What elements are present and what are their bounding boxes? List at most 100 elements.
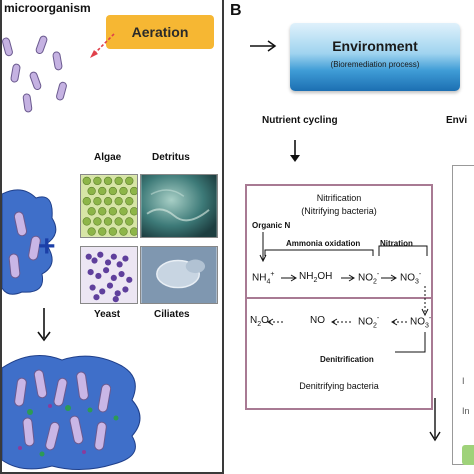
yeast-cell: [122, 255, 129, 262]
nutrient-cycling-label: Nutrient cycling: [262, 115, 338, 126]
yeast-cell: [103, 267, 110, 274]
floc-particle: [65, 405, 71, 411]
yeast-cell: [99, 288, 106, 295]
yeast-image: [80, 246, 138, 304]
algae-cell: [103, 197, 113, 206]
algae-cell: [87, 227, 96, 236]
yeast-cell: [104, 259, 112, 266]
cycle-divider: [245, 297, 433, 299]
microorganism-cell: [10, 63, 21, 83]
yeast-cell: [116, 261, 123, 268]
floc-particle: [39, 451, 45, 457]
yeast-cell: [110, 274, 117, 281]
panel-a: microorganism Aeration + Algae Detritus: [0, 0, 224, 474]
environment-subtitle: (Bioremediation process): [330, 60, 420, 69]
floc-cell: [69, 415, 84, 445]
floc-large: [2, 355, 141, 470]
algae-cell: [98, 186, 107, 196]
chem-n2o: N2O: [250, 315, 269, 328]
floc-cell: [28, 235, 41, 261]
microorganism-label: microorganism: [4, 1, 91, 15]
algae-cell: [108, 186, 118, 196]
yeast-cell: [114, 290, 121, 297]
yeast-cell: [91, 257, 98, 264]
algae-cell: [108, 227, 118, 236]
yeast-cell: [126, 276, 133, 283]
aeration-label: Aeration: [131, 24, 189, 40]
algae-cell: [103, 217, 113, 226]
yeast-cell: [112, 296, 119, 303]
chem-nh2oh: NH2OH: [299, 271, 333, 284]
denitrification-label: Denitrification: [320, 355, 374, 364]
yeast-cell: [110, 253, 117, 260]
algae-cell: [93, 197, 102, 206]
yeast-label: Yeast: [94, 309, 121, 320]
nitrification-subtitle: (Nitrifying bacteria): [301, 206, 377, 216]
floc-small: [2, 189, 57, 295]
plus-sign: +: [38, 230, 56, 263]
yeast-cell: [122, 286, 129, 293]
organic-n-label: Organic N: [252, 221, 291, 230]
free-microorganisms: [2, 35, 67, 113]
environment-partial-label: Envi: [446, 115, 468, 126]
algae-cell: [93, 217, 102, 226]
chem-no: NO: [310, 315, 325, 326]
yeast-cell: [118, 270, 125, 278]
nitrification-title: Nitrification: [316, 193, 362, 203]
algae-cell: [114, 197, 123, 206]
algae-cell: [119, 207, 128, 216]
algae-cell: [119, 227, 128, 236]
floc-cell: [13, 211, 28, 237]
algae-cell: [87, 186, 96, 196]
yeast-cell: [85, 253, 92, 260]
floc-cell: [22, 417, 35, 447]
floc-particle: [87, 407, 93, 413]
algae-cell: [125, 217, 134, 226]
microorganism-cell: [29, 71, 42, 90]
down-arrow-icon: [429, 398, 441, 442]
yeast-cell: [97, 251, 104, 258]
yeast-cell: [93, 294, 100, 301]
environment-right-box: [452, 165, 474, 465]
green-tab: [462, 445, 474, 465]
ciliates-label: Ciliates: [154, 309, 190, 320]
right-arrow-icon: [250, 40, 277, 52]
algae-cell: [119, 186, 128, 196]
floc-cell: [97, 383, 112, 413]
floc-cell: [45, 421, 60, 451]
detritus-label: Detritus: [152, 152, 190, 163]
panel-b-label: B: [230, 2, 242, 19]
algae-cell: [98, 227, 107, 236]
algae-label: Algae: [94, 152, 122, 163]
aeration-box: Aeration: [106, 15, 214, 49]
yeast-cell: [106, 282, 114, 289]
ciliates-image: [140, 246, 218, 304]
cycle-arrows: [259, 232, 429, 353]
aeration-arrow: [90, 33, 115, 58]
floc-cell: [94, 421, 107, 451]
down-arrow-icon: [290, 140, 300, 162]
floc-particle: [48, 404, 52, 408]
algae-image: [80, 174, 138, 238]
algae-cell: [103, 176, 113, 186]
algae-cell: [129, 207, 137, 216]
chem-no3-bottom: NO3-: [410, 315, 432, 330]
algae-cell: [125, 176, 134, 186]
microorganism-cell: [52, 51, 63, 71]
denitrifying-bacteria-label: Denitrifying bacteria: [299, 381, 379, 391]
nitration-label: Nitration: [380, 239, 413, 248]
algae-cell: [125, 197, 134, 206]
microorganism-cell: [2, 37, 13, 57]
algae-cell: [82, 197, 91, 206]
floc-cell: [8, 253, 21, 279]
algae-cell: [82, 176, 91, 186]
yeast-cell: [87, 269, 94, 276]
floc-cell: [76, 371, 89, 401]
chem-no3-top: NO3-: [400, 271, 422, 286]
algae-cell: [129, 227, 137, 236]
algae-cell: [82, 217, 91, 226]
right-partial-text-2: In: [462, 406, 470, 416]
environment-box: Environment (Bioremediation process): [290, 23, 460, 91]
algae-cell: [98, 207, 107, 216]
yeast-cell: [89, 284, 96, 291]
